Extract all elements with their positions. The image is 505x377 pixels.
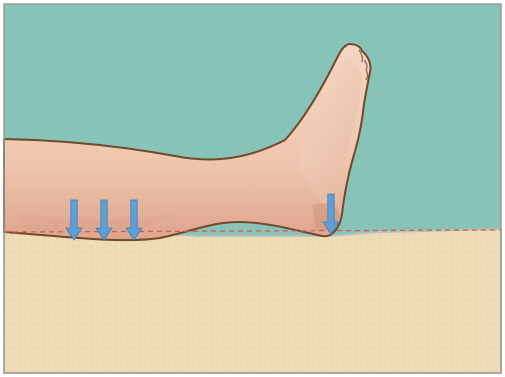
support-surface: [4, 229, 501, 373]
